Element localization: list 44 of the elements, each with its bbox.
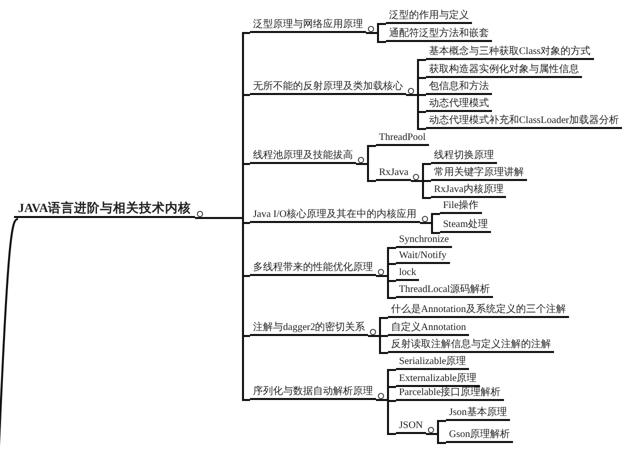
topic-node: ThreadLocal源码解析 [396, 283, 494, 298]
topic-node: 无所不能的反射原理及类加载核心 [250, 80, 406, 95]
topic-node: 自定义Annotation [388, 321, 469, 336]
topic-node: 线程池原理及技能拔高 [250, 149, 356, 164]
topic-node: 反射读取注解信息与定义注解的注解 [388, 338, 554, 353]
branch-connector [366, 32, 386, 43]
topic-node: Synchronize [396, 233, 452, 248]
topic-node: Steam处理 [440, 218, 491, 233]
topic-node: 通配符泛型方法和嵌套 [386, 27, 492, 42]
topic-node: 获取构造器实例化对象与属性信息 [426, 63, 582, 78]
topic-node: Gson原理解析 [446, 428, 514, 443]
branch-connector [406, 94, 426, 130]
topic-node: 序列化与数据自动解析原理 [250, 385, 376, 400]
branch-connector [426, 433, 446, 444]
topic-node: RxJava [376, 166, 412, 181]
topic-node: ThreadPool [376, 131, 429, 146]
topic-node: lock [396, 266, 420, 281]
topic-node: RxJava内核原理 [431, 183, 506, 198]
topic-node: 多线程带来的性能优化原理 [250, 261, 376, 276]
topic-node: 常用关键字原理讲解 [431, 166, 527, 181]
topic-node: JSON [396, 419, 426, 434]
topic-node: 基本概念与三种获取Class对象的方式 [426, 45, 594, 60]
topic-node: 泛型的作用与定义 [386, 9, 472, 24]
topic-node: Json基本原理 [446, 406, 510, 421]
topic-node: Parcelable接口原理解析 [396, 386, 504, 401]
topic-node: Wait/Notify [396, 249, 450, 264]
topic-node: File操作 [440, 199, 482, 214]
topic-node: Java I/O核心原理及其在中的内核应用 [250, 208, 420, 223]
topic-node: 线程切换原理 [431, 149, 497, 164]
branch-connector [411, 180, 431, 199]
topic-node: JAVA语言进阶与相关技术内核 [14, 200, 196, 218]
topic-node: 泛型原理与网络应用原理 [250, 18, 366, 33]
topic-node: 动态代理模式 [426, 97, 492, 112]
topic-node: 什么是Annotation及系统定义的三个注解 [388, 303, 569, 318]
branch-connector [376, 275, 396, 299]
topic-node: Serializable原理 [396, 355, 470, 370]
branch-connector [368, 335, 388, 354]
topic-node: Externalizable原理 [396, 372, 480, 387]
topic-node: 包信息和方法 [426, 80, 492, 95]
topic-node: 动态代理模式补充和ClassLoader加载器分析 [426, 114, 622, 129]
branch-connector [356, 163, 376, 182]
topic-node: 注解与dagger2的密切关系 [250, 321, 368, 336]
branch-connector [195, 217, 250, 401]
branch-connector [420, 222, 440, 234]
